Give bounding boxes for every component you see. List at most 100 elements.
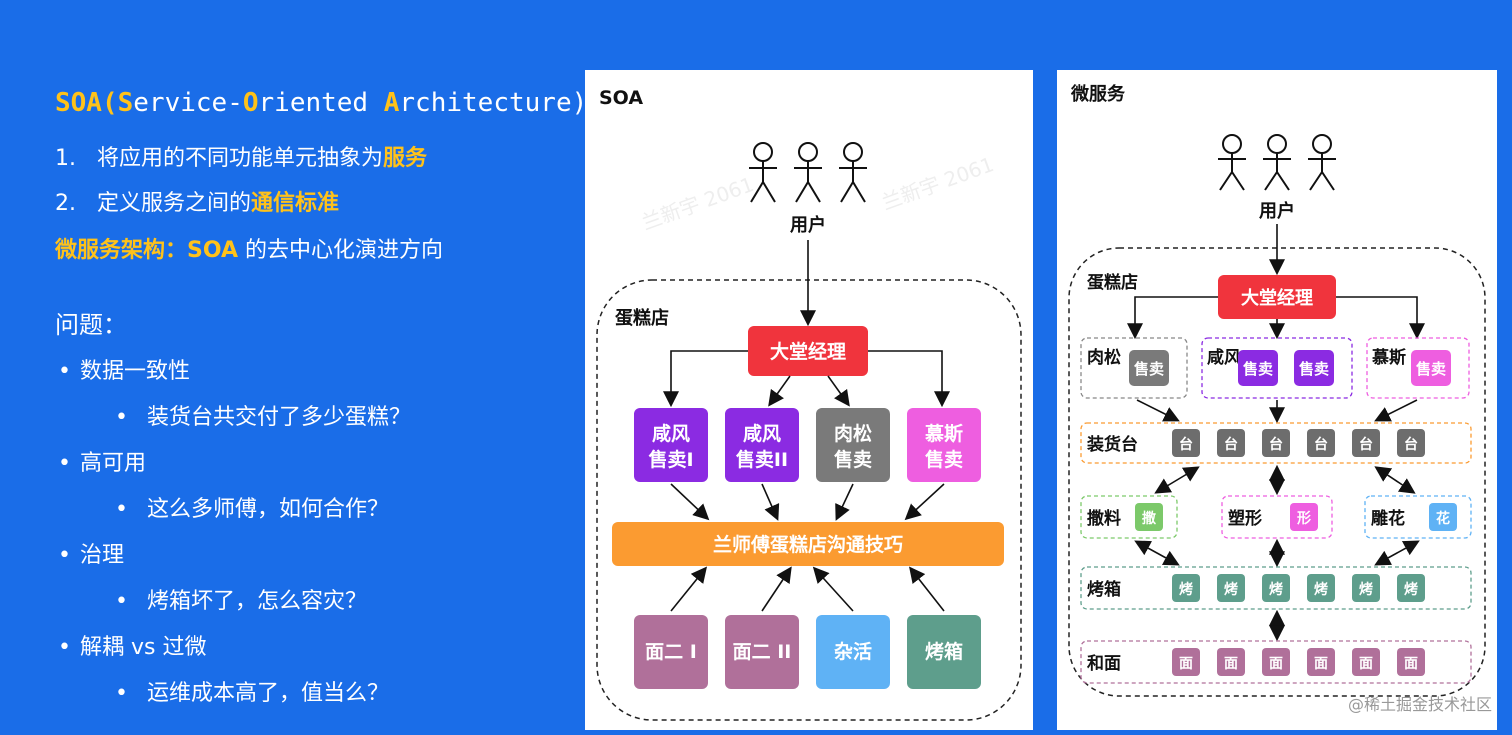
- question-sub: •这么多师傅，如何合作？: [115, 497, 390, 522]
- question-item: •高可用: [58, 451, 147, 476]
- soa-panel-title: SOA: [599, 87, 643, 109]
- tile-label: 面: [1224, 656, 1238, 672]
- seller-box: 慕斯 售卖: [907, 408, 981, 482]
- tile: [1397, 574, 1425, 602]
- tile: [1397, 429, 1425, 457]
- soa-title: SOA(Service-Oriented Architecture): [55, 88, 588, 118]
- tile: [1172, 429, 1200, 457]
- dough-label: 和面: [1087, 654, 1121, 674]
- question-item: •解耦 vs 过微: [58, 635, 207, 660]
- tile-label: 烤: [1314, 581, 1328, 598]
- users-label: 用户: [790, 214, 826, 236]
- point-2: 2.定义服务之间的通信标准: [55, 191, 340, 216]
- svg-text:咸风: 咸风: [652, 422, 690, 445]
- oven-row: [1080, 566, 1472, 610]
- store-label: 蛋糕店: [615, 307, 669, 329]
- tile-label: 烤: [1179, 581, 1193, 598]
- tile: [1262, 648, 1290, 676]
- svg-text:面二 I: 面二 I: [645, 641, 697, 663]
- microservice-diagram: 微服务 用户 蛋糕店 大堂经理 肉松 售卖 咸风 售卖 售卖: [1068, 83, 1486, 697]
- worker-box: 面二 II: [725, 615, 799, 689]
- seller-tile-label: 售卖: [1299, 360, 1329, 378]
- question-item: •治理: [58, 543, 125, 568]
- tile: [1352, 574, 1380, 602]
- question-sub: •烤箱坏了，怎么容灾？: [115, 589, 368, 614]
- tile-label: 面: [1314, 656, 1328, 672]
- carve-tile-label: 花: [1436, 510, 1450, 527]
- shape-group: [1221, 495, 1333, 539]
- seller-tile: [1294, 350, 1334, 386]
- dock-label: 装货台: [1086, 434, 1138, 455]
- svg-text:烤箱: 烤箱: [925, 640, 963, 663]
- tile: [1217, 574, 1245, 602]
- soa-diagram: SOA 兰新宇 2061 兰新宇 2061 用户 蛋糕店 大堂经理 咸风 售卖I: [596, 87, 1022, 721]
- tile: [1172, 648, 1200, 676]
- seller-tile: [1238, 350, 1278, 386]
- tile-label: 面: [1404, 656, 1418, 672]
- svg-text:售卖II: 售卖II: [735, 448, 788, 471]
- user-icon: [839, 142, 867, 203]
- dough-tiles: 面面面面面面: [1172, 648, 1425, 676]
- svg-text:面二 II: 面二 II: [733, 641, 792, 663]
- seller-group: [1366, 337, 1470, 399]
- group-name: 慕斯: [1371, 347, 1406, 368]
- tile: [1397, 648, 1425, 676]
- seller-tile-label: 售卖: [1134, 360, 1164, 378]
- question-sub: •装货台共交付了多少蛋糕？: [115, 405, 412, 430]
- svg-text:售卖: 售卖: [924, 448, 963, 471]
- seller-box: 咸风 售卖I: [634, 408, 708, 482]
- question-item: •数据一致性: [58, 359, 191, 384]
- sprinkle-tile: [1135, 503, 1163, 531]
- svg-text:售卖: 售卖: [833, 448, 872, 471]
- tile-label: 面: [1269, 656, 1283, 672]
- tile-label: 面: [1359, 656, 1373, 672]
- user-icon: [749, 142, 777, 203]
- tile-label: 台: [1359, 436, 1373, 453]
- manager-label: 大堂经理: [770, 340, 846, 363]
- tile: [1217, 648, 1245, 676]
- tile-label: 烤: [1404, 581, 1418, 598]
- microservice-diagram-panel: 微服务 用户 蛋糕店 大堂经理 肉松 售卖 咸风 售卖 售卖: [1057, 70, 1497, 730]
- seller-tile-label: 售卖: [1243, 360, 1273, 378]
- seller-tile-label: 售卖: [1416, 360, 1446, 378]
- group-name: 肉松: [1087, 347, 1121, 368]
- user-icon: [1218, 134, 1246, 191]
- user-icon: [1263, 134, 1291, 191]
- seller-tile: [1411, 350, 1451, 386]
- store-boundary: [596, 279, 1022, 721]
- tile-label: 台: [1224, 436, 1238, 453]
- tile: [1262, 574, 1290, 602]
- tile-label: 台: [1269, 436, 1283, 453]
- bus-label: 兰师傅蛋糕店沟通技巧: [713, 533, 903, 556]
- soa-diagram-panel: SOA 兰新宇 2061 兰新宇 2061 用户 蛋糕店 大堂经理 咸风 售卖I: [585, 70, 1033, 730]
- seller-group: [1201, 337, 1353, 399]
- group-name: 咸风: [1207, 347, 1241, 368]
- micro-panel-title: 微服务: [1070, 83, 1126, 105]
- dough-row: [1080, 640, 1472, 684]
- manager-box: [1218, 275, 1336, 319]
- manager-box: [748, 326, 868, 376]
- carve-group: [1364, 495, 1472, 539]
- watermark: 兰新宇 2061: [639, 172, 757, 235]
- seller-group: [1080, 337, 1188, 399]
- tile-label: 面: [1179, 656, 1193, 672]
- seller-tile: [1129, 350, 1169, 386]
- svg-text:售卖I: 售卖I: [647, 448, 693, 471]
- svg-text:咸风: 咸风: [743, 422, 781, 445]
- microservice-line: 微服务架构：SOA 的去中心化演进方向: [55, 238, 443, 263]
- shape-tile: [1290, 503, 1318, 531]
- worker-box: 杂活: [816, 615, 890, 689]
- left-text-panel: SOA(Service-Oriented Architecture) 1.将应用…: [0, 0, 587, 735]
- user-icon: [1308, 134, 1336, 191]
- sprinkle-label: 撒料: [1087, 508, 1121, 529]
- user-icon: [794, 142, 822, 203]
- tile: [1352, 648, 1380, 676]
- oven-label: 烤箱: [1087, 579, 1121, 600]
- oven-tiles: 烤烤烤烤烤烤: [1172, 574, 1425, 602]
- watermark: 兰新宇 2061: [879, 152, 997, 215]
- tile: [1307, 574, 1335, 602]
- carve-label: 雕花: [1371, 508, 1405, 529]
- shape-label: 塑形: [1228, 508, 1262, 529]
- tile: [1352, 429, 1380, 457]
- svg-text:肉松: 肉松: [834, 422, 872, 445]
